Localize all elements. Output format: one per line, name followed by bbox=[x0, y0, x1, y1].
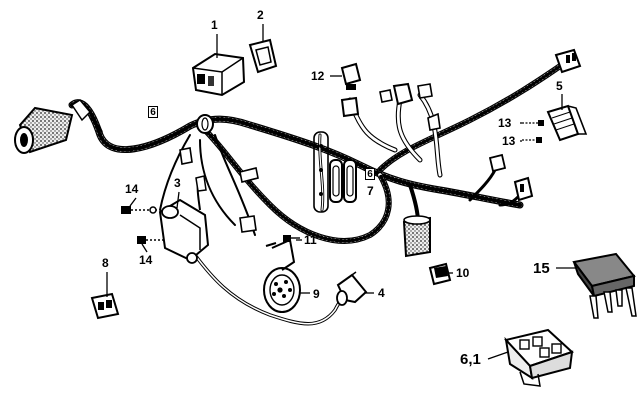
clip-strip bbox=[313, 131, 329, 213]
callout-8: 8 bbox=[102, 256, 109, 270]
leader-lines bbox=[106, 24, 576, 360]
regulator-part-5 bbox=[546, 104, 588, 142]
callout-6-boxed-2: 6 bbox=[365, 168, 375, 180]
callout-9: 9 bbox=[313, 287, 320, 301]
callout-12: 12 bbox=[311, 69, 325, 83]
relay-part-15 bbox=[572, 252, 637, 319]
callout-6-1: 6,1 bbox=[460, 351, 481, 368]
callout-13a: 13 bbox=[498, 116, 512, 130]
callout-6-boxed: 6 bbox=[148, 106, 158, 118]
fuse-holder bbox=[402, 215, 431, 258]
callout-11: 11 bbox=[304, 233, 317, 247]
callout-4: 4 bbox=[378, 286, 385, 300]
callout-10: 10 bbox=[456, 266, 470, 280]
clip-part-7 bbox=[329, 159, 357, 203]
callout-15: 15 bbox=[533, 260, 550, 277]
callout-3: 3 bbox=[174, 176, 181, 190]
connector-part-12 bbox=[340, 62, 362, 118]
callout-14a: 14 bbox=[125, 182, 139, 196]
connector-cluster bbox=[379, 82, 441, 131]
screw-part-13b bbox=[522, 137, 542, 143]
connector-part-8 bbox=[90, 292, 120, 320]
callout-2: 2 bbox=[257, 8, 264, 22]
plug-cap-part-4 bbox=[336, 271, 368, 306]
main-harness bbox=[41, 59, 569, 326]
callout-5: 5 bbox=[556, 79, 563, 93]
right-top-connector bbox=[554, 48, 582, 74]
callout-1: 1 bbox=[211, 18, 218, 32]
callout-14b: 14 bbox=[139, 253, 153, 267]
cap-part-10 bbox=[428, 262, 452, 286]
horn-part-9 bbox=[263, 238, 301, 313]
connector-part-6-1 bbox=[504, 328, 574, 387]
screw-part-13a bbox=[522, 120, 544, 126]
screw-part-14b bbox=[137, 236, 166, 244]
bracket-part-2 bbox=[248, 38, 278, 74]
left-connector-sleeve bbox=[14, 99, 103, 154]
ignition-coil-part-3 bbox=[158, 175, 210, 264]
right-mid-connectors bbox=[488, 153, 534, 202]
relay-part-1 bbox=[191, 52, 246, 97]
small-connector bbox=[179, 147, 259, 233]
screw-part-14a bbox=[121, 206, 158, 214]
screw-part-11 bbox=[283, 235, 300, 242]
callout-7: 7 bbox=[367, 184, 374, 198]
harness-clamp bbox=[196, 114, 214, 134]
callout-13b: 13 bbox=[502, 134, 516, 148]
